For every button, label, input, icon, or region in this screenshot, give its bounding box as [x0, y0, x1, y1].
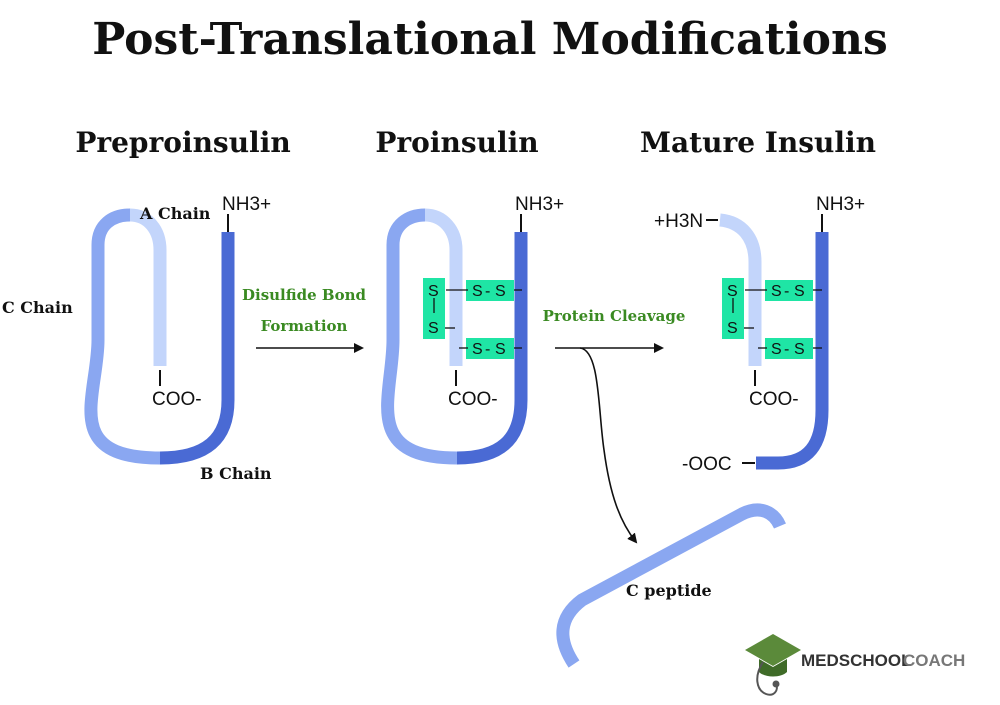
c-peptide-strand [556, 503, 786, 668]
c-chain-strand [84, 208, 161, 465]
sulfur-label: S [771, 283, 782, 300]
nh3-label: NH3+ [515, 194, 564, 215]
step1-label-line1: Disulfide Bond [242, 286, 367, 304]
stage-title-mature-insulin: Mature Insulin [640, 126, 876, 159]
a-chain-label: A Chain [139, 204, 211, 223]
sulfur-label: S [794, 283, 805, 300]
logo-text-medschool: MEDSCHOOL [801, 651, 912, 670]
coo-label: COO- [152, 389, 202, 410]
nh3-label: NH3+ [222, 194, 271, 215]
disulfide-box-upper [765, 280, 813, 301]
b-chain-strand [456, 232, 528, 465]
nh3-label: NH3+ [816, 194, 865, 215]
stage-title-proinsulin: Proinsulin [375, 126, 538, 159]
a-chain-strand [129, 208, 167, 366]
coo-label: COO- [448, 389, 498, 410]
step2-label: Protein Cleavage [543, 307, 686, 325]
b-chain-label: B Chain [200, 464, 272, 483]
graduation-cap-base [759, 659, 787, 677]
coo-label: COO- [749, 389, 799, 410]
ooc-label: -OOC [682, 454, 732, 475]
sulfur-label: S [495, 283, 506, 300]
cleavage-arrow [579, 347, 638, 544]
c-chain-label: C Chain [2, 298, 73, 317]
c-chain-strand [381, 208, 458, 465]
dash-label: - [485, 341, 490, 358]
disulfide-box-lower [765, 338, 813, 359]
sulfur-label: S [771, 341, 782, 358]
sulfur-label: S [428, 320, 439, 337]
sulfur-label: S [472, 283, 483, 300]
step1-label-line2: Formation [261, 317, 348, 335]
c-peptide-label: C peptide [626, 581, 712, 600]
disulfide-box-upper [466, 280, 514, 301]
b-chain-strand [159, 232, 235, 465]
dash-label: - [485, 283, 490, 300]
sulfur-label: S [794, 341, 805, 358]
h3n-label: +H3N [654, 211, 703, 232]
stethoscope-icon [756, 661, 778, 696]
dash-label: - [784, 283, 789, 300]
logo-text-coach: COACH [903, 651, 965, 670]
sulfur-label: S [428, 283, 439, 300]
mature-insulin-molecule: NH3+ +H3N COO- -OOC S S S - S S - S [654, 194, 865, 475]
page-title: Post-Translational Modifications [92, 14, 887, 65]
sulfur-label: S [495, 341, 506, 358]
preproinsulin-molecule: NH3+ COO- A Chain C Chain B Chain [2, 194, 272, 483]
dash-label: - [784, 341, 789, 358]
b-chain-strand [756, 232, 829, 470]
a-chain-strand [424, 208, 463, 366]
medschoolcoach-logo: MEDSCHOOL COACH [745, 634, 965, 696]
sulfur-label: S [727, 320, 738, 337]
a-chain-strand [718, 213, 762, 366]
sulfur-label: S [727, 283, 738, 300]
disulfide-box-lower [466, 338, 514, 359]
stethoscope-chest-piece [772, 680, 780, 688]
proinsulin-molecule: NH3+ COO- S S S - S S - S [381, 194, 564, 465]
sulfur-label: S [472, 341, 483, 358]
graduation-cap-icon [745, 634, 801, 666]
stage-title-preproinsulin: Preproinsulin [75, 126, 290, 159]
